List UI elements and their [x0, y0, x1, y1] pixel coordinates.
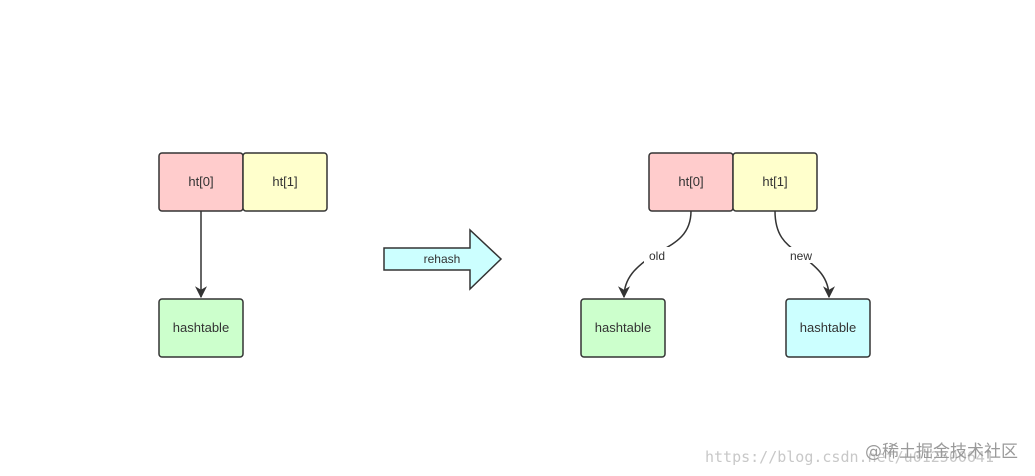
old-edge-label: old — [649, 249, 665, 263]
new-edge-label: new — [790, 249, 812, 263]
watermark: https://blog.csdn.net/u012500641 @稀土掘金技术… — [705, 442, 1018, 466]
right-group: ht[0] ht[1] old new hashtable hashtable — [580, 152, 871, 358]
new-label-bg — [786, 247, 816, 263]
right-ht0-label: ht[0] — [678, 174, 703, 189]
left-hashtable-label: hashtable — [173, 320, 229, 335]
left-ht1-label: ht[1] — [272, 174, 297, 189]
watermark-url: https://blog.csdn.net/u012500641 — [705, 448, 994, 466]
right-ht0-box: ht[0] — [648, 152, 734, 212]
right-ht1-box: ht[1] — [732, 152, 818, 212]
old-label-bg — [644, 247, 670, 263]
left-ht0-box: ht[0] — [158, 152, 244, 212]
right-old-hashtable-box: hashtable — [580, 298, 666, 358]
right-ht1-label: ht[1] — [762, 174, 787, 189]
left-ht0-label: ht[0] — [188, 174, 213, 189]
right-old-hashtable-label: hashtable — [595, 320, 651, 335]
watermark-brand: @稀土掘金技术社区 — [865, 442, 1018, 462]
left-ht1-box: ht[1] — [242, 152, 328, 212]
left-hashtable-box: hashtable — [158, 298, 244, 358]
rehash-label: rehash — [424, 252, 461, 266]
rehash-arrow: rehash — [383, 228, 503, 291]
right-new-hashtable-label: hashtable — [800, 320, 856, 335]
left-group: ht[0] ht[1] hashtable — [158, 152, 328, 358]
right-new-hashtable-box: hashtable — [785, 298, 871, 358]
